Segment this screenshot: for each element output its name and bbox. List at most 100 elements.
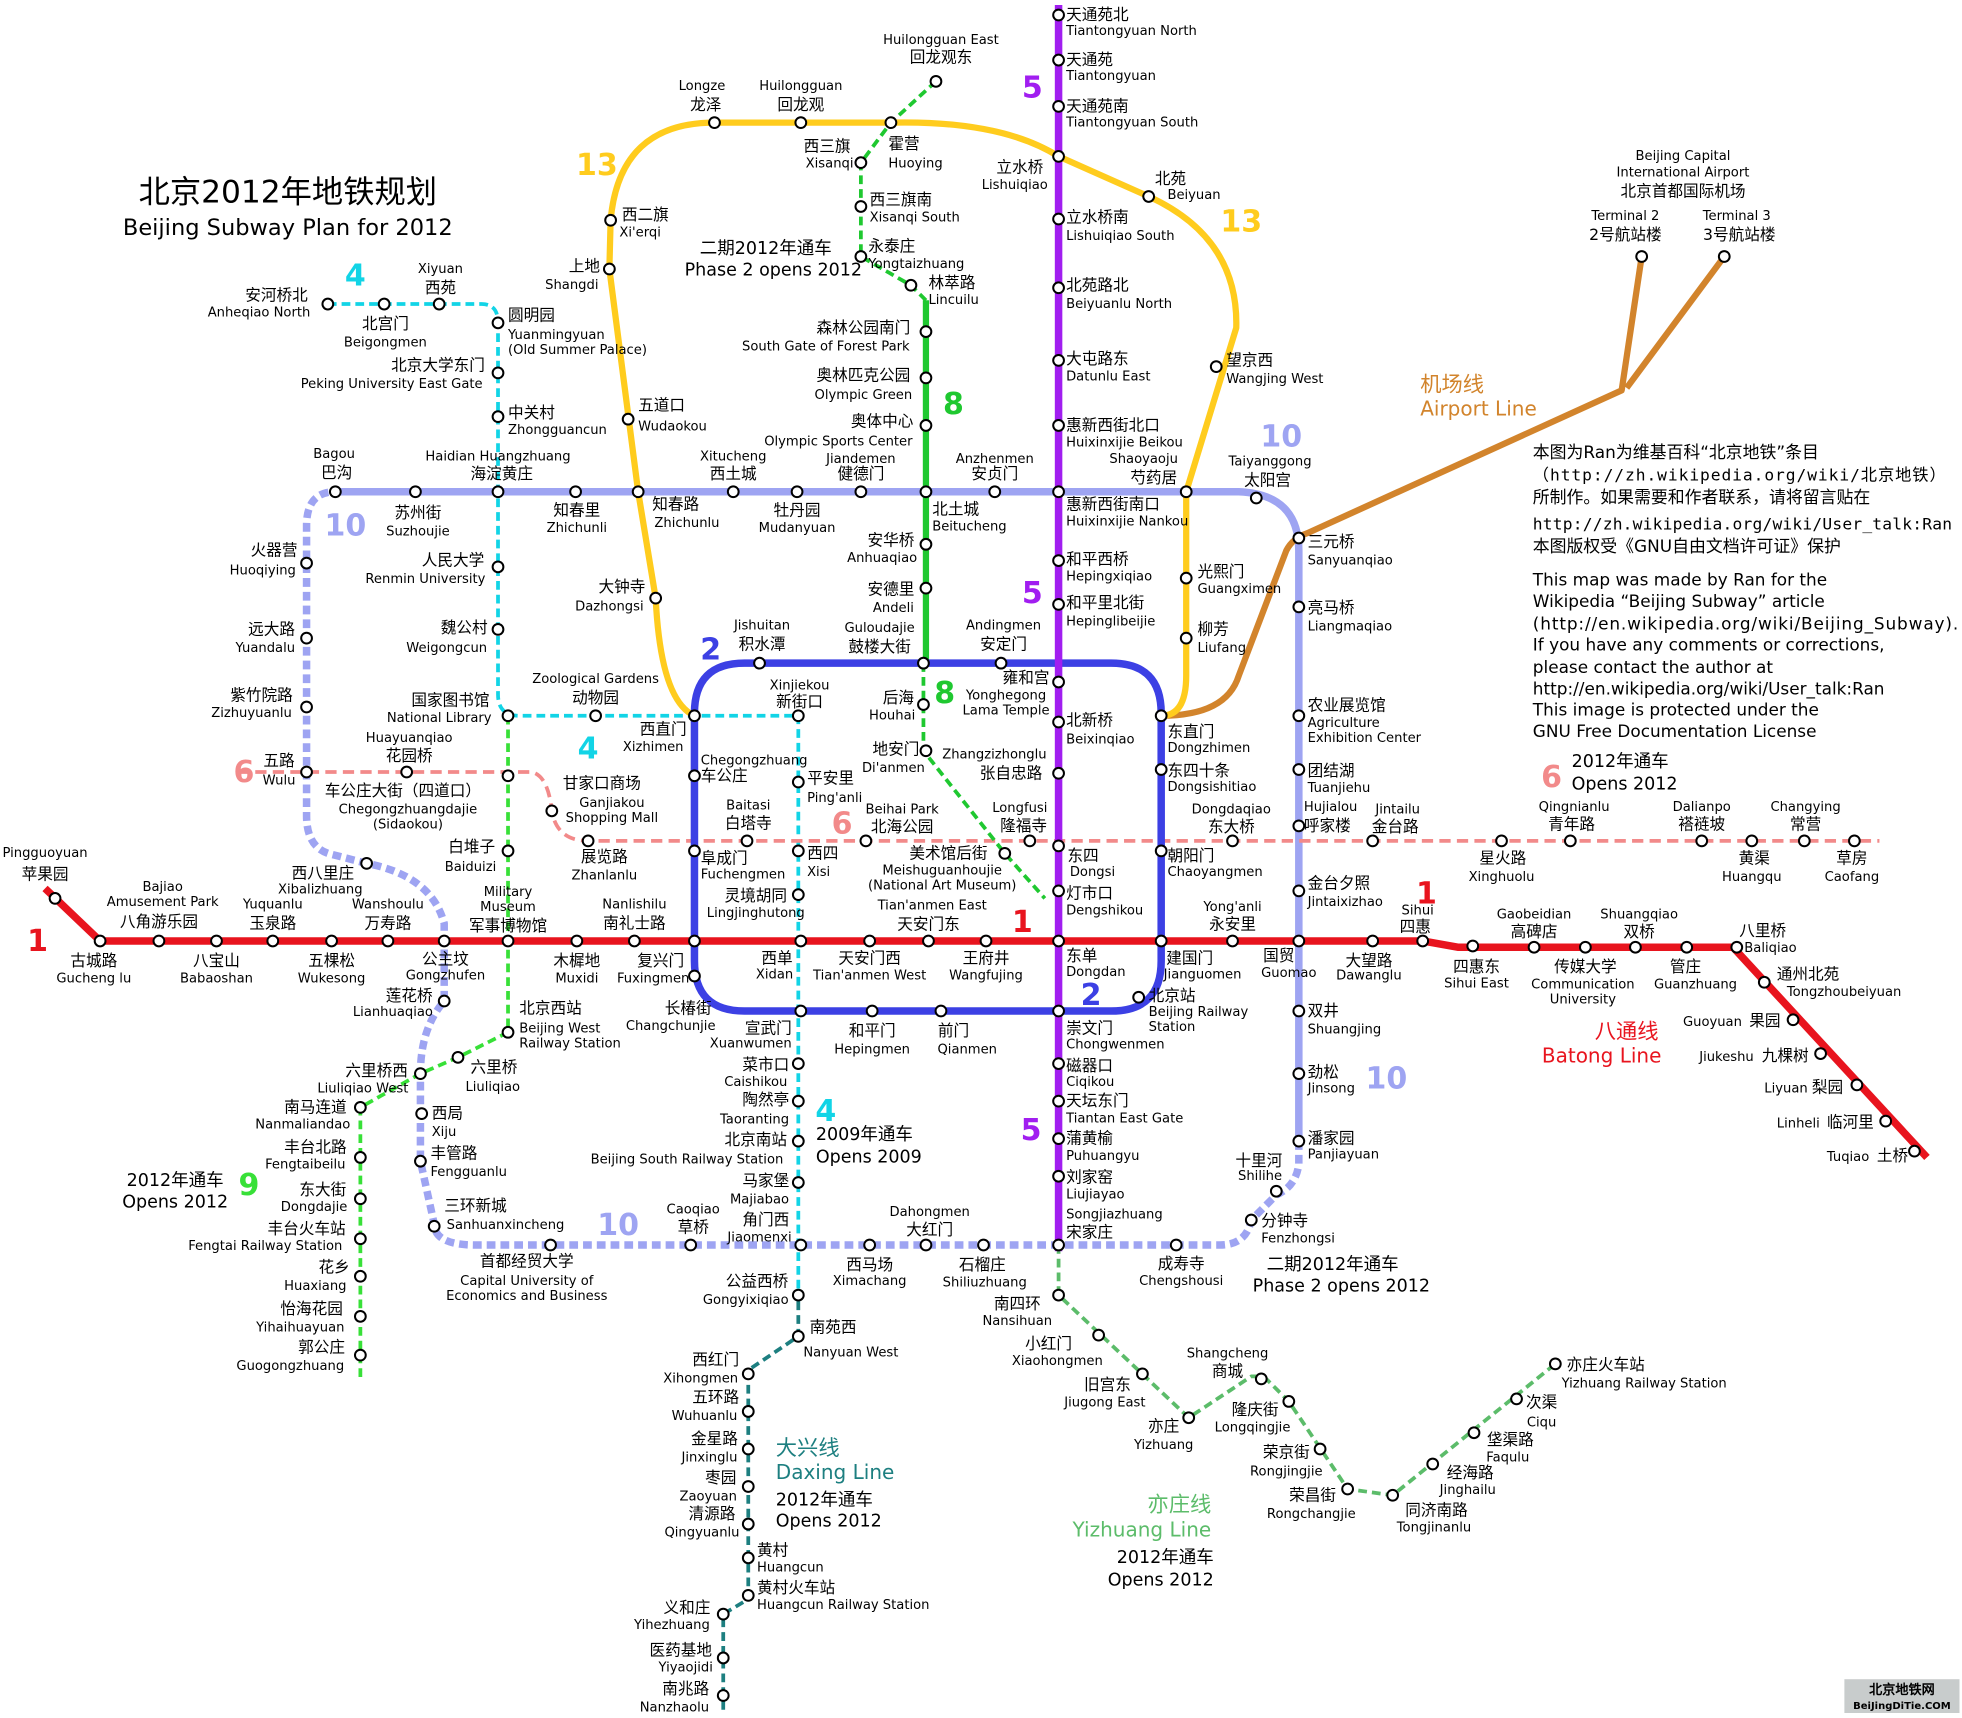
station-marker-nanyuan-west[interactable]	[791, 1329, 805, 1343]
station-marker-tiantongyuan-north[interactable]	[1052, 8, 1065, 22]
station-marker-wuhuanlu[interactable]	[741, 1405, 755, 1418]
station-marker-xiju[interactable]	[415, 1107, 429, 1121]
station-marker-jiugong-east[interactable]	[1136, 1367, 1149, 1381]
station-marker-liuliqiao[interactable]	[451, 1050, 465, 1064]
station-marker-yuanmingyuan[interactable]	[491, 316, 505, 330]
station-marker-dongsi[interactable]	[1052, 839, 1065, 853]
station-marker-bagou[interactable]	[328, 485, 342, 499]
station-marker-lianhuaqiao[interactable]	[437, 994, 451, 1008]
station-marker-sanhuanxincheng[interactable]	[427, 1219, 441, 1233]
station-marker-jinsong[interactable]	[1292, 1067, 1306, 1080]
station-marker-hepinglibeijie[interactable]	[1052, 597, 1065, 611]
station-marker-nansihuan[interactable]	[1052, 1288, 1065, 1302]
station-marker-tuqiao[interactable]	[1908, 1144, 1921, 1158]
station-marker-zhichunli[interactable]	[569, 485, 582, 499]
station-marker-fenzhongsi[interactable]	[1244, 1213, 1258, 1227]
station-marker-wangfujing[interactable]	[979, 934, 993, 948]
station-marker-wudaokou[interactable]	[621, 412, 635, 426]
station-marker-guloudajie[interactable]	[917, 656, 930, 670]
station-marker-longqingjie[interactable]	[1282, 1395, 1296, 1408]
station-marker-caoqiao[interactable]	[684, 1238, 698, 1252]
station-marker-mudanyuan[interactable]	[790, 485, 804, 499]
station-marker-dalianpo[interactable]	[1695, 834, 1709, 848]
station-marker-xisanqi[interactable]	[854, 156, 868, 170]
station-marker-xihongmen[interactable]	[741, 1367, 755, 1381]
station-marker-dongdaqiao[interactable]	[1226, 834, 1239, 848]
station-marker-tiantongyuan-south[interactable]	[1052, 99, 1065, 113]
station-marker-zhangzizhonglu[interactable]	[1052, 766, 1065, 780]
station-marker-beijing-south-railway-station[interactable]	[791, 1134, 805, 1148]
station-marker-nanmaliandao[interactable]	[353, 1100, 367, 1114]
station-marker-gaobeidian[interactable]	[1527, 940, 1541, 954]
station-marker-tiantongyuan[interactable]	[1052, 53, 1065, 67]
station-marker-songjiazhuang[interactable]	[1052, 1238, 1065, 1252]
station-marker-datunlu-east[interactable]	[1052, 353, 1065, 367]
station-marker-andeli[interactable]	[919, 581, 933, 595]
station-marker-shangdi[interactable]	[602, 262, 616, 276]
station-marker-liujiayao[interactable]	[1052, 1169, 1065, 1183]
station-marker-lishuiqiao-south[interactable]	[1052, 212, 1065, 226]
station-marker-liyuan[interactable]	[1850, 1078, 1864, 1092]
station-marker-shuangqiao[interactable]	[1629, 940, 1642, 954]
station-marker-dongdajie[interactable]	[353, 1192, 367, 1206]
station-marker-anhuaqiao[interactable]	[919, 537, 933, 551]
station-marker-xi-erqi[interactable]	[604, 213, 618, 227]
station-marker-guomao[interactable]	[1292, 934, 1306, 948]
station-marker-fuchengmen[interactable]	[688, 844, 701, 858]
station-marker-taiyanggong[interactable]	[1249, 491, 1263, 505]
station-marker-meishuguanhoujie[interactable]	[998, 846, 1012, 860]
station-marker-huangcun-railway-station[interactable]	[741, 1588, 755, 1602]
station-marker-zhichunlu[interactable]	[631, 485, 645, 499]
station-marker-wanshoulu[interactable]	[381, 934, 395, 948]
